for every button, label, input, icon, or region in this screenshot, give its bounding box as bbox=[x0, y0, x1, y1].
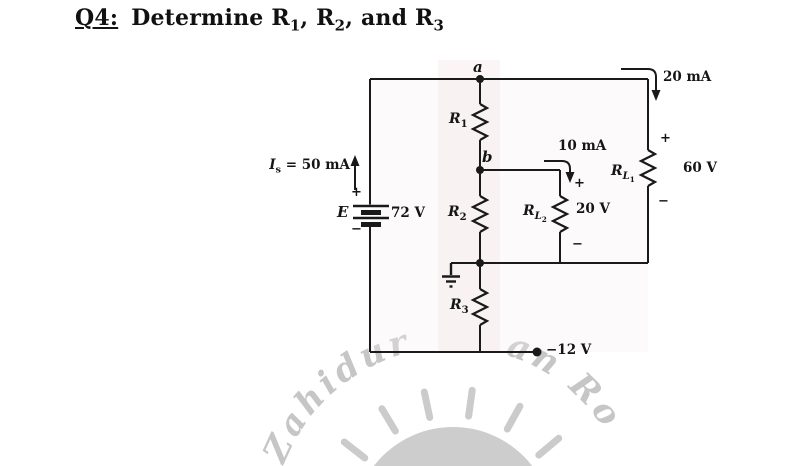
rl2-label: RL2 bbox=[523, 203, 547, 224]
junction-dots bbox=[476, 75, 542, 357]
node-b-label: b bbox=[482, 148, 493, 166]
current-arrows bbox=[350, 68, 661, 190]
battery-voltage-label: 72 V bbox=[391, 205, 425, 221]
rl1-voltage-label: 60 V bbox=[683, 160, 717, 176]
resistor-rl2-icon bbox=[550, 195, 570, 233]
rl2-minus-sign: − bbox=[572, 237, 583, 252]
battery-plus-sign: + bbox=[351, 185, 362, 200]
resistor-r3-icon bbox=[470, 288, 490, 326]
resistor-symbols bbox=[470, 103, 658, 326]
r1-label: R1 bbox=[449, 111, 468, 130]
scan-tint-band bbox=[438, 60, 500, 352]
middle-current-hook bbox=[544, 160, 571, 175]
terminal-dot bbox=[532, 347, 542, 357]
sun-disc-icon bbox=[373, 427, 533, 466]
resistor-r2-icon bbox=[470, 195, 490, 233]
node-a-label: a bbox=[473, 58, 483, 76]
right-current-hook bbox=[621, 68, 657, 92]
rl1-label: RL1 bbox=[611, 163, 635, 184]
ground-node-dot bbox=[476, 259, 484, 267]
resistor-rl1-icon bbox=[638, 149, 658, 187]
battery-name-label: E bbox=[337, 203, 349, 221]
right-current-arrowhead-icon bbox=[651, 90, 661, 101]
resistor-r1-icon bbox=[470, 103, 490, 141]
rl2-plus-sign: + bbox=[574, 176, 585, 191]
bottom-terminal-label: −12 V bbox=[546, 342, 592, 358]
node-a-dot bbox=[476, 75, 484, 83]
middle-branch-current-label: 10 mA bbox=[558, 138, 607, 154]
rl2-voltage-label: 20 V bbox=[576, 201, 610, 217]
battery-minus-sign: − bbox=[351, 222, 362, 237]
ground-symbol-icon bbox=[442, 263, 460, 288]
question-number: Q4: bbox=[75, 5, 119, 31]
rl1-plus-sign: + bbox=[660, 131, 671, 146]
node-b-dot bbox=[476, 166, 484, 174]
sun-rays-icon bbox=[340, 386, 563, 462]
r3-label: R3 bbox=[450, 297, 469, 316]
source-current-arrowhead-icon bbox=[350, 155, 360, 166]
question-title: Q4: Determine R1, R2, and R3 bbox=[75, 5, 444, 34]
r2-label: R2 bbox=[448, 204, 467, 223]
scan-tint bbox=[371, 80, 648, 352]
source-current-label: Is = 50 mA bbox=[269, 157, 350, 176]
middle-current-arrowhead-icon bbox=[565, 172, 575, 183]
rl1-minus-sign: − bbox=[658, 194, 669, 209]
right-branch-current-label: 20 mA bbox=[663, 69, 712, 85]
battery-symbol-icon bbox=[353, 204, 389, 227]
question-text: Determine R1, R2, and R3 bbox=[131, 5, 445, 35]
